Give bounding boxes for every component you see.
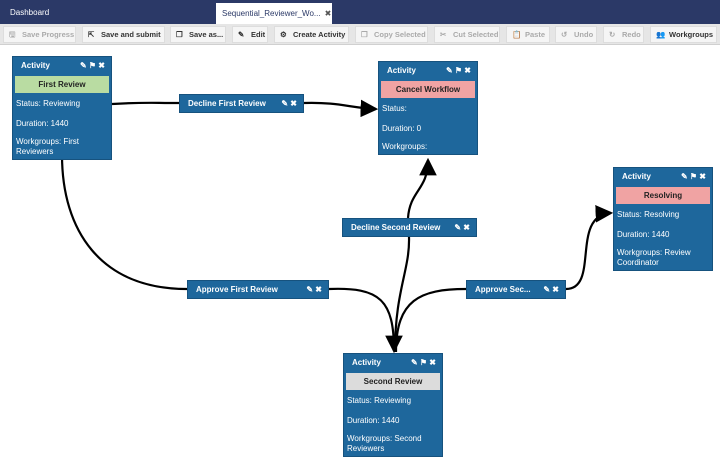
transition-approve-sec[interactable]: Approve Sec... ✎ ✖ [466, 280, 566, 299]
create-activity-button[interactable]: ⚙ Create Activity [274, 26, 349, 43]
gear-icon: ⚙ [280, 29, 287, 39]
activity-title: Resolving [616, 187, 710, 204]
toolbar: 🖫 Save Progress ⇱ Save and submit ❐ Save as..… [0, 24, 720, 45]
link [303, 99, 379, 118]
paste-button[interactable]: 📋 Paste [506, 26, 550, 43]
undo-button[interactable]: ↺ Undo [555, 26, 597, 43]
pencil-icon: ✎ [238, 29, 245, 39]
activity-status: Status: Resolving [617, 210, 680, 219]
activity-header-label: Activity [21, 60, 50, 70]
undo-icon: ↺ [561, 29, 568, 39]
activity-status: Status: Reviewing [347, 396, 412, 405]
edit-close-icons[interactable]: ✎ ✖ [306, 285, 322, 294]
activity-resolving[interactable]: Activity ✎ ⚑ ✖ Resolving Status: Resolvin… [613, 167, 713, 271]
activity-duration: Duration: 1440 [617, 230, 670, 239]
edit-close-icons[interactable]: ✎ ✖ [281, 99, 297, 108]
edit-flag-close-icons[interactable]: ✎ ⚑ ✖ [445, 65, 471, 75]
activity-title: Cancel Workflow [381, 81, 475, 98]
link [393, 236, 411, 353]
copy-icon: ❐ [176, 29, 183, 39]
activity-workgroups: Workgroups: First Reviewers [16, 137, 79, 156]
activity-header: Activity ✎ ⚑ ✖ [13, 57, 111, 73]
cut-selected-button[interactable]: ✂ Cut Selected [434, 26, 500, 43]
button-label: Paste [525, 30, 546, 39]
edit-flag-close-icons[interactable]: ✎ ⚑ ✖ [410, 357, 436, 367]
activity-title: First Review [15, 76, 109, 93]
share-icon: ⇱ [88, 29, 95, 39]
activity-status: Status: [382, 104, 407, 113]
save-and-submit-button[interactable]: ⇱ Save and submit [82, 26, 165, 43]
link [406, 157, 437, 219]
activity-workgroups: Workgroups: [382, 142, 428, 151]
transition-label: Decline First Review [188, 99, 266, 108]
link [111, 101, 180, 106]
transition-label: Approve First Review [196, 285, 278, 294]
save-progress-button[interactable]: 🖫 Save Progress [3, 26, 76, 43]
tab-dashboard[interactable]: Dashboard [10, 8, 50, 17]
transition-approve-first-review[interactable]: Approve First Review ✎ ✖ [187, 280, 329, 299]
activity-duration: Duration: 1440 [347, 416, 400, 425]
link [565, 204, 614, 291]
activity-cancel-workflow[interactable]: Activity ✎ ⚑ ✖ Cancel Workflow Status: Du… [378, 61, 478, 155]
activity-second-review[interactable]: Activity ✎ ⚑ ✖ Second Review Status: Revi… [343, 353, 443, 457]
activity-header: Activity ✎ ⚑ ✖ [614, 168, 712, 184]
transition-decline-second-review[interactable]: Decline Second Review ✎ ✖ [342, 218, 477, 237]
tab-label: Sequential_Reviewer_Wo... [222, 9, 321, 18]
button-label: Redo [622, 30, 641, 39]
activity-workgroups: Workgroups: Review Coordinator [617, 248, 691, 267]
button-label: Workgroups [669, 30, 714, 39]
activity-header: Activity ✎ ⚑ ✖ [344, 354, 442, 370]
redo-button[interactable]: ↻ Redo [603, 26, 644, 43]
edit-button[interactable]: ✎ Edit [232, 26, 268, 43]
button-label: Save as... [189, 30, 224, 39]
transition-label: Decline Second Review [351, 223, 441, 232]
activity-header: Activity ✎ ⚑ ✖ [379, 62, 477, 78]
edit-close-icons[interactable]: ✎ ✖ [543, 285, 559, 294]
activity-duration: Duration: 1440 [16, 119, 69, 128]
activity-first-review[interactable]: Activity ✎ ⚑ ✖ First Review Status: Revie… [12, 56, 112, 160]
activity-workgroups: Workgroups: Second Reviewers [347, 434, 422, 453]
activity-header-label: Activity [352, 357, 381, 367]
button-label: Create Activity [293, 30, 346, 39]
link [328, 287, 403, 354]
activity-status: Status: Reviewing [16, 99, 81, 108]
button-label: Save and submit [101, 30, 161, 39]
activity-header-label: Activity [387, 65, 416, 75]
transition-label: Approve Sec... [475, 285, 531, 294]
copy-icon: ❐ [361, 29, 368, 39]
redo-icon: ↻ [609, 29, 616, 39]
edit-flag-close-icons[interactable]: ✎ ⚑ ✖ [79, 60, 105, 70]
paste-icon: 📋 [512, 29, 521, 39]
edit-close-icons[interactable]: ✎ ✖ [454, 223, 470, 232]
copy-selected-button[interactable]: ❐ Copy Selected [355, 26, 428, 43]
edit-flag-close-icons[interactable]: ✎ ⚑ ✖ [680, 171, 706, 181]
button-label: Cut Selected [453, 30, 499, 39]
link [60, 154, 188, 291]
save-as-button[interactable]: ❐ Save as... [170, 26, 226, 43]
workgroups-button[interactable]: 👥 Workgroups [650, 26, 717, 43]
button-label: Undo [574, 30, 594, 39]
button-label: Edit [251, 30, 266, 39]
activity-duration: Duration: 0 [382, 124, 422, 133]
tab-bar: Dashboard Sequential_Reviewer_Wo...✖ [0, 0, 720, 24]
users-icon: 👥 [656, 29, 665, 39]
link [394, 287, 467, 353]
close-icon[interactable]: ✖ [324, 9, 332, 18]
tab-workflow[interactable]: Sequential_Reviewer_Wo...✖ [216, 3, 332, 24]
button-label: Copy Selected [374, 30, 426, 39]
button-label: Save Progress [22, 30, 75, 39]
activity-header-label: Activity [622, 171, 651, 181]
activity-title: Second Review [346, 373, 440, 390]
scissors-icon: ✂ [440, 29, 447, 39]
transition-decline-first-review[interactable]: Decline First Review ✎ ✖ [179, 94, 304, 113]
save-icon: 🖫 [9, 29, 16, 39]
